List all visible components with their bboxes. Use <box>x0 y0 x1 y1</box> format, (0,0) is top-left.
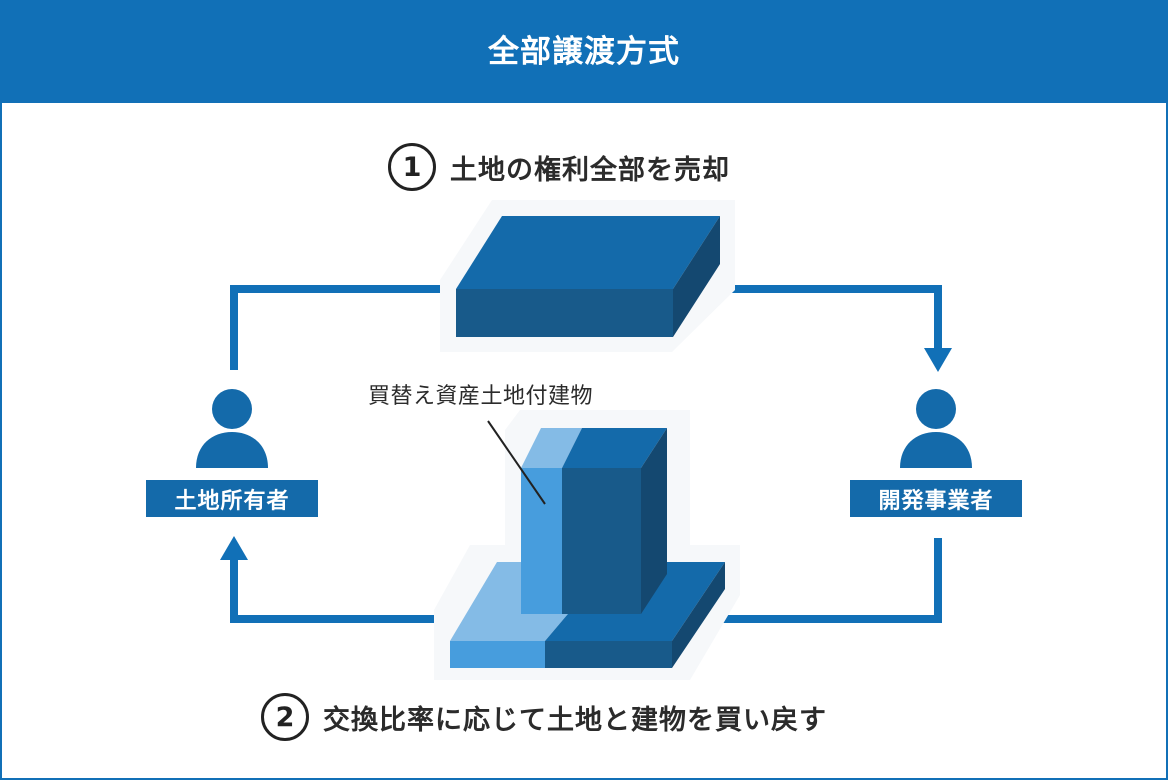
land-block-side <box>673 216 720 337</box>
step-2: 2 交換比率に応じて土地と建物を買い戻す <box>261 693 827 741</box>
base-side <box>672 562 725 668</box>
owner-label: 土地所有者 <box>146 480 318 517</box>
building-side <box>641 428 667 614</box>
flow-line-developer-to-building <box>722 538 942 623</box>
base-front-dark <box>545 641 672 668</box>
arrow-down-icon <box>924 348 952 372</box>
flow-line-owner-to-land <box>230 285 440 370</box>
land-block-front <box>456 289 673 337</box>
page-title: 全部譲渡方式 <box>488 34 680 70</box>
step-1: 1 土地の権利全部を売却 <box>388 143 730 191</box>
building-front-light <box>521 468 562 614</box>
land-block-top <box>456 216 720 289</box>
flow-line-building-to-owner <box>230 556 448 623</box>
header-bar: 全部譲渡方式 <box>0 0 1168 103</box>
owner-person-icon <box>196 389 268 468</box>
callout-leader-line <box>487 420 546 505</box>
building-top-light <box>521 428 582 468</box>
step-number-badge: 2 <box>261 693 309 741</box>
flow-line-land-to-developer <box>722 285 942 352</box>
base-front-light <box>450 641 545 668</box>
building-front-dark <box>562 468 641 614</box>
land-and-building <box>434 410 740 680</box>
step-number-badge: 1 <box>388 143 436 191</box>
step-text: 土地の権利全部を売却 <box>450 154 730 186</box>
building-callout-label: 買替え資産土地付建物 <box>368 384 594 409</box>
developer-person-icon <box>900 389 972 468</box>
building-top-dark <box>562 428 667 468</box>
arrow-up-icon <box>220 536 248 560</box>
developer-label: 開発事業者 <box>850 480 1022 517</box>
land-block <box>440 200 735 352</box>
step-text: 交換比率に応じて土地と建物を買い戻す <box>323 704 827 736</box>
